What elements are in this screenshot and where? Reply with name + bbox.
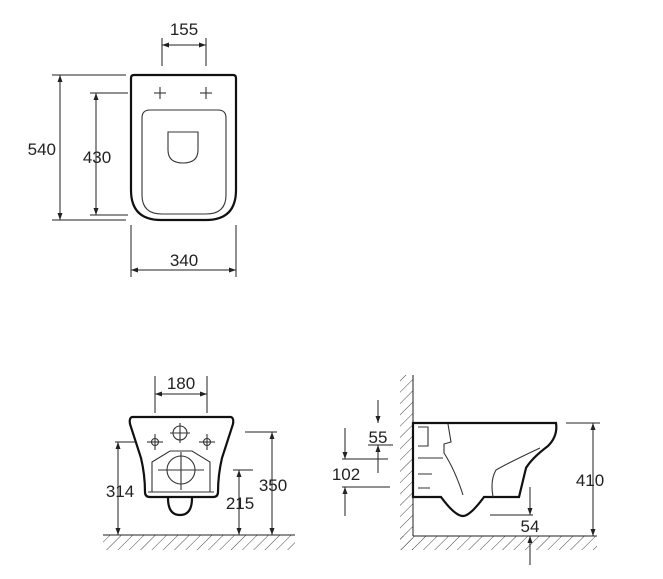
dim-rim-height: 350 — [259, 476, 287, 495]
dim-bolt-spacing-front: 180 — [167, 374, 195, 393]
dim-inlet-offset: 55 — [369, 428, 388, 447]
floor-hatch-side — [400, 536, 597, 550]
inlet-pipe — [418, 426, 443, 489]
bowl-outline-side — [411, 421, 558, 518]
fixing-cross-right — [200, 87, 212, 99]
bowl-outline-front — [128, 415, 235, 499]
wall-hatch — [400, 375, 413, 550]
dim-width: 340 — [170, 251, 198, 270]
bolt-cross-left — [147, 434, 163, 450]
dim-bolt-height: 314 — [106, 482, 134, 501]
bowl-outline-top — [129, 73, 238, 222]
dim-outlet-height: 215 — [226, 494, 254, 513]
dim-trap-clearance: 54 — [521, 517, 540, 536]
dim-bolt-spacing-top: 155 — [170, 20, 198, 39]
trap — [166, 497, 194, 517]
front-view: 180 314 215 350 — [103, 374, 295, 550]
dim-length: 540 — [28, 140, 56, 159]
bowl-opening — [167, 131, 199, 164]
bolt-cross-right — [199, 434, 215, 450]
fixing-cross-left — [154, 87, 166, 99]
dim-outlet-span: 102 — [332, 465, 360, 484]
floor-hatch-front — [103, 535, 295, 550]
dim-total-height: 410 — [576, 471, 604, 490]
side-view: 55 102 410 54 — [332, 375, 604, 565]
seat-outline — [141, 109, 227, 215]
dim-seat-length: 430 — [83, 148, 111, 167]
top-view: 155 540 430 340 — [28, 20, 238, 277]
bowl-interior — [443, 423, 541, 498]
